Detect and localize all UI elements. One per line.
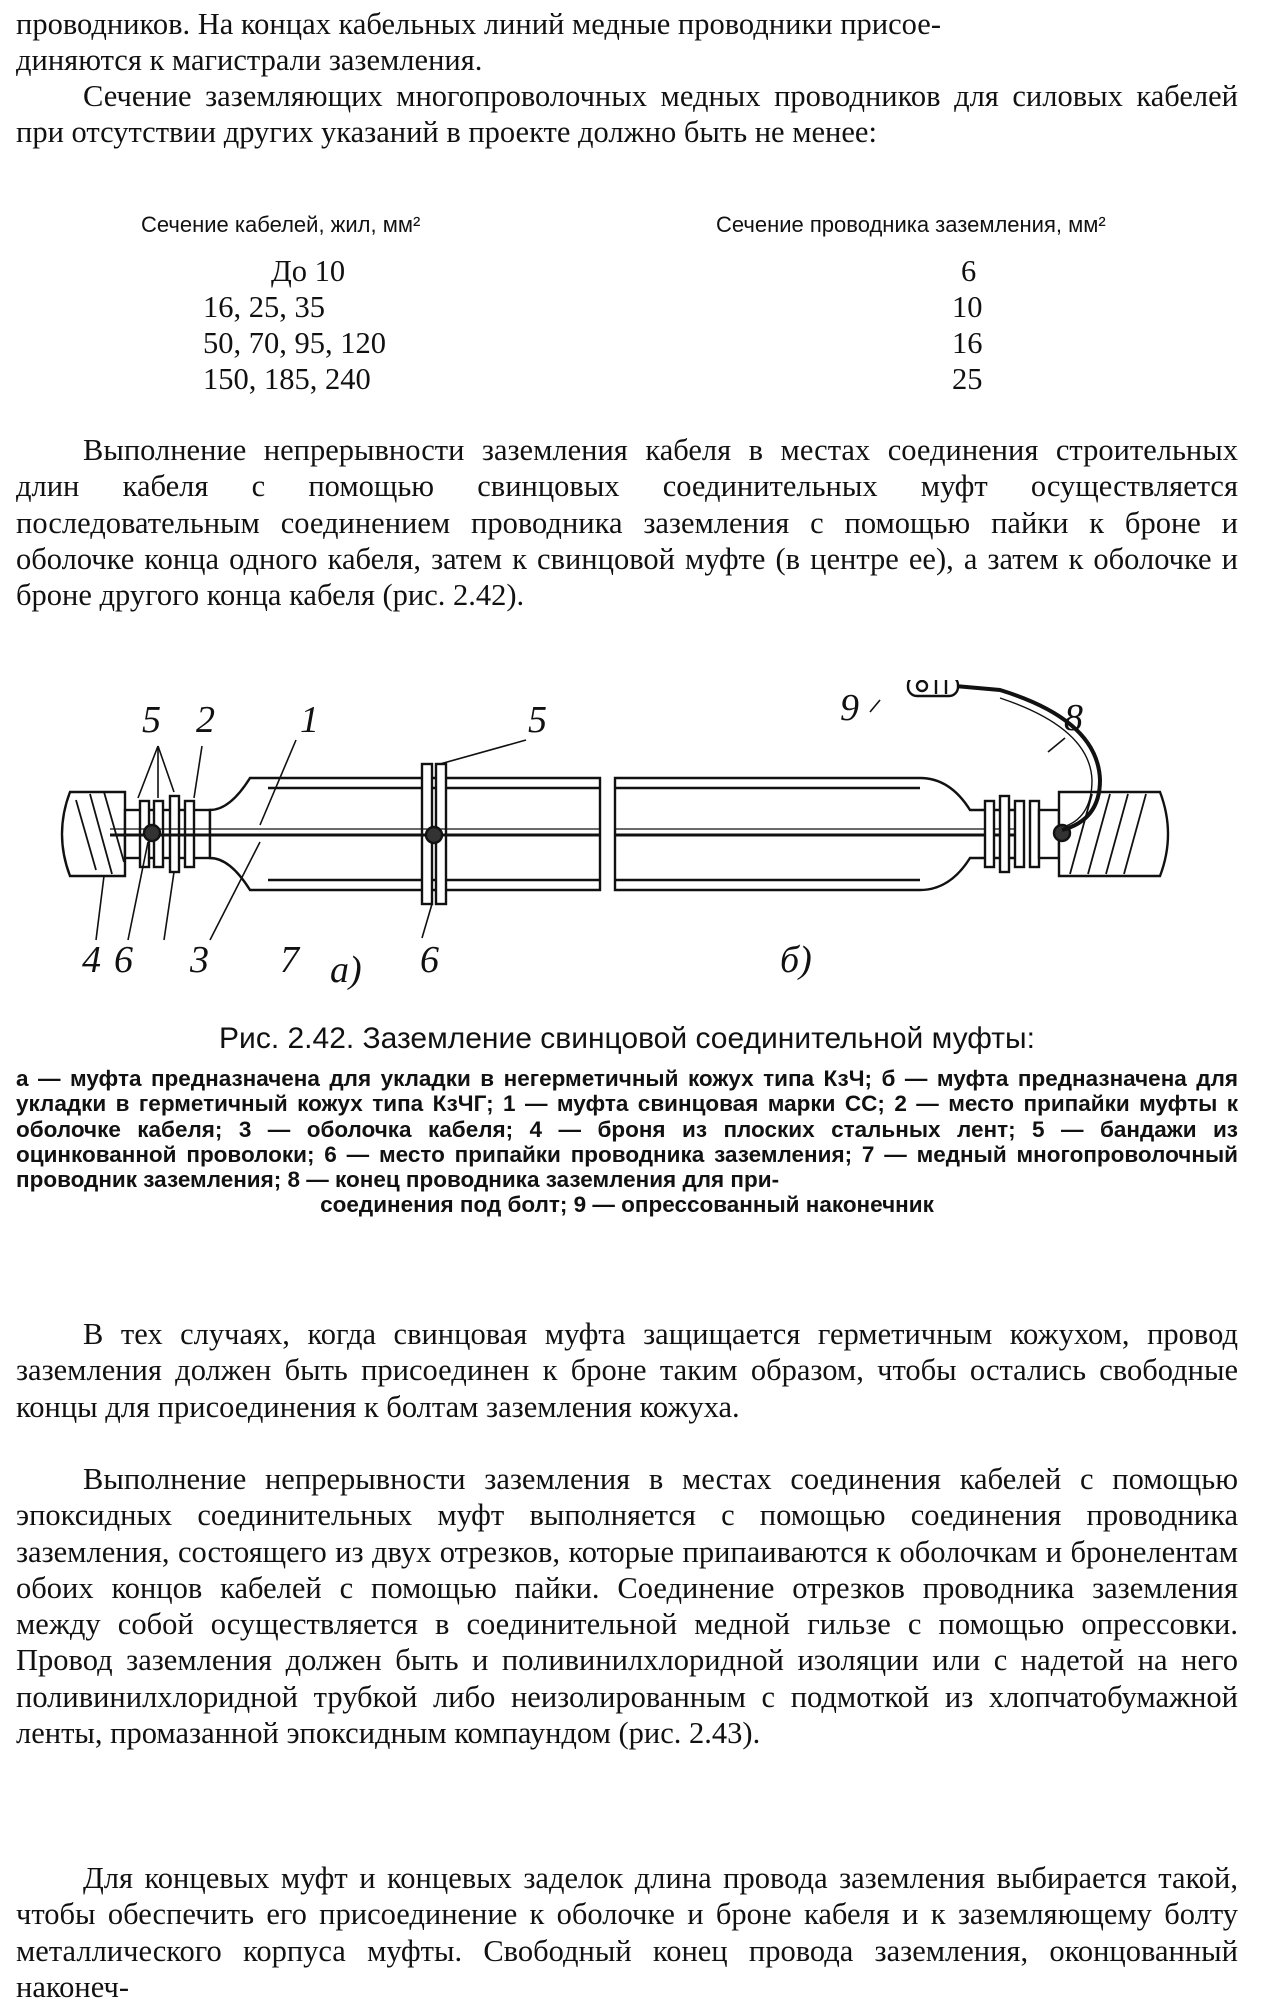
intro-line-1: проводников. На концах кабельных линий м… — [16, 7, 941, 41]
figure-caption: Рис. 2.42. Заземление свинцовой соединит… — [219, 1022, 1035, 1055]
section-paragraph-4: Выполнение непрерывности заземления в ме… — [16, 1461, 1238, 1751]
right-bandages — [983, 794, 1041, 874]
section-paragraph-2: Выполнение непрерывности заземления кабе… — [16, 432, 1238, 613]
label-1: 1 — [300, 699, 319, 741]
label-5: 5 — [142, 699, 161, 741]
table-header-ground: Сечение проводника заземления, мм² — [716, 212, 1106, 237]
intro-line-2: диняются к магистрали заземления. — [16, 43, 483, 78]
section-paragraph-5: Для концевых муфт и концевых заделок дли… — [16, 1860, 1238, 2005]
part-a-label: а) — [330, 949, 362, 990]
label-4: 4 — [82, 939, 101, 981]
table-cell-cable: 150, 185, 240 — [203, 362, 371, 396]
table-cell-ground: 6 — [961, 254, 977, 288]
paragraph-text: В тех случаях, когда свинцовая муфта защ… — [16, 1317, 1238, 1424]
ground-lead-end — [954, 684, 1103, 832]
figure-legend-last-line: соединения под болт; 9 — опрессованный н… — [320, 1192, 934, 1218]
table-cell-cable: 50, 70, 95, 120 — [203, 326, 386, 360]
table-cell-cable: 16, 25, 35 — [203, 290, 325, 324]
paragraph-text: Выполнение непрерывности заземления в ме… — [16, 1462, 1238, 1751]
label-8: 8 — [1064, 697, 1083, 739]
label-6: 6 — [114, 939, 133, 981]
label-2: 2 — [196, 699, 215, 741]
paragraph-text: Выполнение непрерывности заземления кабе… — [16, 433, 1238, 613]
label-3: 3 — [189, 939, 209, 981]
label-9: 9 — [840, 687, 859, 729]
table-cell-cable: До 10 — [271, 254, 346, 288]
paragraph-text: Для концевых муфт и концевых заделок дли… — [16, 1861, 1238, 2004]
section-paragraph-1: Сечение заземляющих многопроволочных мед… — [16, 78, 1238, 151]
pressed-lug-icon — [906, 680, 960, 698]
lead-coupling-diagram: 5 2 1 5 9 8 4 6 3 7 6 а) б) — [60, 680, 1170, 990]
label-7: 7 — [280, 939, 301, 981]
section-paragraph-3: В тех случаях, когда свинцовая муфта защ… — [16, 1316, 1238, 1425]
table-cell-ground: 25 — [952, 362, 983, 396]
armor-right — [1057, 790, 1170, 878]
table-header-cable: Сечение кабелей, жил, мм² — [141, 212, 421, 237]
label-6: 6 — [420, 939, 439, 981]
table-cell-ground: 16 — [952, 326, 983, 360]
intro-paragraph: проводников. На концах кабельных линий м… — [16, 6, 1238, 79]
part-b-label: б) — [780, 939, 812, 981]
figure-legend: а — муфта предназначена для укладки в не… — [16, 1066, 1238, 1218]
label-5: 5 — [528, 699, 547, 741]
table-cell-ground: 10 — [952, 290, 983, 324]
figure-legend-text: а — муфта предназначена для укладки в не… — [16, 1066, 1238, 1193]
paragraph-text: Сечение заземляющих многопроволочных мед… — [16, 79, 1238, 150]
